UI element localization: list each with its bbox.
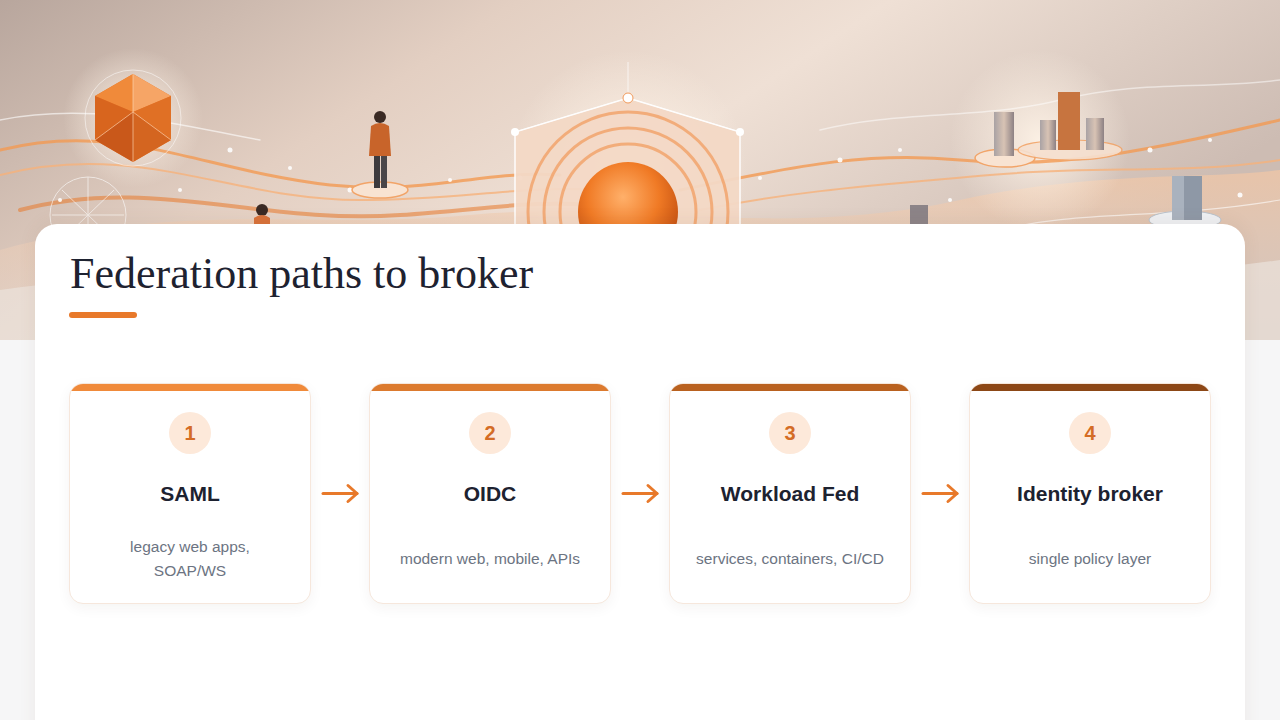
step-card: 2OIDC modern web, mobile, APIs xyxy=(369,383,611,604)
step-card: 3Workload Fed services, containers, CI/CD xyxy=(669,383,911,604)
step-description: services, containers, CI/CD xyxy=(696,547,884,571)
title-underline xyxy=(69,312,137,318)
step-heading: Workload Fed xyxy=(678,481,902,507)
step-heading: OIDC xyxy=(378,481,602,507)
step-number: 3 xyxy=(769,412,811,454)
step-description: legacy web apps, SOAP/WS xyxy=(110,535,270,583)
step-number: 2 xyxy=(469,412,511,454)
step-card: 4Identity broker single policy layer xyxy=(969,383,1211,604)
step-number: 1 xyxy=(169,412,211,454)
step-body-area: modern web, mobile, APIs xyxy=(370,524,610,594)
step-heading: Identity broker xyxy=(978,481,1202,507)
flow-arrow xyxy=(323,486,357,502)
step-heading: SAML xyxy=(78,481,302,507)
accent-bar xyxy=(970,384,1210,391)
step-card: 1SAML legacy web apps, SOAP/WS xyxy=(69,383,311,604)
step-body-area: single policy layer xyxy=(970,524,1210,594)
diagram-title: Federation paths to broker xyxy=(70,248,533,300)
step-description: modern web, mobile, APIs xyxy=(400,547,580,571)
accent-bar xyxy=(670,384,910,391)
step-number: 4 xyxy=(1069,412,1111,454)
accent-bar xyxy=(370,384,610,391)
step-body-area: legacy web apps, SOAP/WS xyxy=(70,524,310,594)
step-description: single policy layer xyxy=(1029,547,1151,571)
accent-bar xyxy=(70,384,310,391)
flow-arrow xyxy=(923,486,957,502)
step-body-area: services, containers, CI/CD xyxy=(670,524,910,594)
flow-arrow xyxy=(623,486,657,502)
